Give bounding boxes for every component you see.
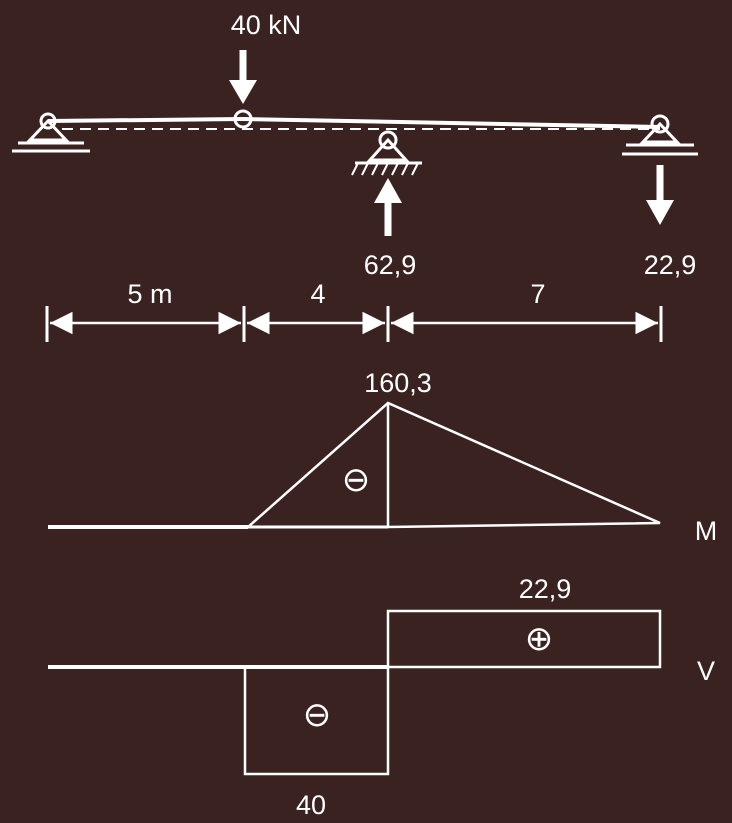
dimension-label-1: 5 m [127,279,172,309]
right-reaction-label: 22,9 [644,250,697,280]
beam-structure: 40 kN 62,9 22,9 [12,10,698,280]
beam-right-segment [242,117,661,129]
right-roller-support [622,114,698,156]
dimension-lines [45,306,663,342]
shear-negative-symbol: ⊖ [303,696,332,734]
beam-left-segment [47,117,244,123]
shear-positive-label: 22,9 [519,574,572,604]
moment-peak-label: 160,3 [364,368,432,398]
load-label: 40 kN [231,10,302,40]
shear-positive-symbol: ⊕ [525,620,554,658]
moment-axis-label: M [695,516,718,546]
hinge-joint [233,109,253,129]
load-arrow [229,50,257,104]
shear-positive-block [386,609,662,669]
shear-diagram [48,609,662,776]
shear-negative-block [243,665,390,776]
moment-diagram [48,401,661,529]
dimension-label-2: 4 [310,279,325,309]
right-reaction-arrow [646,165,674,225]
left-roller-support [12,112,90,153]
middle-pin-support [351,130,422,176]
shear-negative-label: 40 [296,790,326,820]
moment-sign-symbol: ⊖ [342,461,371,499]
moment-area [244,401,661,529]
middle-reaction-arrow [374,178,402,236]
middle-reaction-label: 62,9 [364,250,417,280]
dimension-label-3: 7 [530,279,545,309]
shear-axis-label: V [697,656,715,686]
